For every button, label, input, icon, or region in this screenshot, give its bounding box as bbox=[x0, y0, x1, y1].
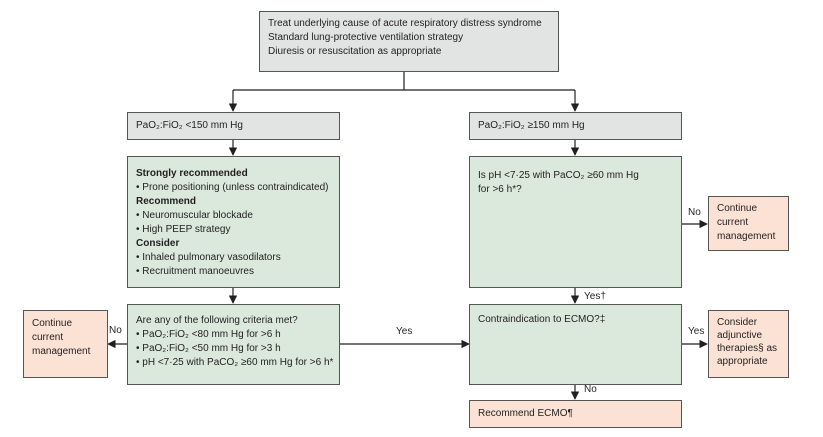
adjunctive-line-1: Consider bbox=[717, 317, 758, 328]
right-continue-line-2: current bbox=[717, 217, 749, 228]
recommend-item: High PEEP strategy bbox=[136, 223, 331, 237]
top-box: Treat underlying cause of acute respirat… bbox=[259, 11, 559, 72]
adjunctive-line-4: appropriate bbox=[717, 356, 768, 367]
left-continue-box: Continue current management bbox=[23, 310, 108, 378]
consider-heading: Consider bbox=[136, 238, 180, 249]
edge-label-yes-dagger: Yes† bbox=[584, 291, 606, 302]
edge-label-no-left: No bbox=[109, 325, 122, 336]
criteria-item: PaO₂:FiO₂ <50 mm Hg for >3 h bbox=[136, 342, 331, 356]
recommend-heading: Recommend bbox=[136, 196, 197, 207]
right-continue-box: Continue current management bbox=[708, 196, 789, 251]
left-continue-line-1: Continue bbox=[32, 318, 73, 329]
edge-label-yes-right: Yes bbox=[688, 326, 705, 337]
right-ratio-label: PaO₂:FiO₂ ≥150 mm Hg bbox=[478, 120, 585, 131]
edge-label-yes-middle: Yes bbox=[396, 326, 413, 337]
consider-item: Recruitment manoeuvres bbox=[136, 265, 331, 279]
strongly-recommended-item: Prone positioning (unless contraindicate… bbox=[136, 181, 331, 195]
ph-question-line-1: Is pH <7·25 with PaCO₂ ≥60 mm Hg bbox=[478, 170, 639, 181]
left-ratio-box: PaO₂:FiO₂ <150 mm Hg bbox=[127, 112, 340, 140]
left-ratio-label: PaO₂:FiO₂ <150 mm Hg bbox=[136, 120, 243, 131]
top-box-line-1: Treat underlying cause of acute respirat… bbox=[268, 18, 542, 29]
edge-label-no-right-top: No bbox=[688, 207, 701, 218]
adjunctive-line-3: therapies§ as bbox=[717, 343, 778, 354]
recommend-item: Neuromuscular blockade bbox=[136, 209, 331, 223]
recommend-ecmo-label: Recommend ECMO¶ bbox=[478, 408, 573, 419]
criteria-box: Are any of the following criteria met? P… bbox=[127, 304, 340, 385]
contraindication-question: Contraindication to ECMO?‡ bbox=[478, 314, 606, 325]
edge-label-no-bottom: No bbox=[584, 384, 597, 395]
adjunctive-line-2: adjunctive bbox=[717, 330, 763, 341]
recommend-ecmo-box: Recommend ECMO¶ bbox=[469, 400, 682, 428]
criteria-item: pH <7·25 with PaCO₂ ≥60 mm Hg for >6 h* bbox=[136, 356, 333, 370]
top-box-line-2: Standard lung-protective ventilation str… bbox=[268, 32, 464, 43]
top-box-line-3: Diuresis or resuscitation as appropriate bbox=[268, 46, 442, 57]
criteria-question: Are any of the following criteria met? bbox=[136, 315, 298, 326]
strongly-recommended-heading: Strongly recommended bbox=[136, 168, 248, 179]
adjunctive-box: Consider adjunctive therapies§ as approp… bbox=[708, 310, 789, 378]
criteria-item: PaO₂:FiO₂ <80 mm Hg for >6 h bbox=[136, 328, 331, 342]
right-continue-line-1: Continue bbox=[717, 203, 758, 214]
recommendations-box: Strongly recommended Prone positioning (… bbox=[127, 156, 340, 288]
left-continue-line-2: current bbox=[32, 332, 64, 343]
right-ratio-box: PaO₂:FiO₂ ≥150 mm Hg bbox=[469, 112, 682, 140]
ph-question-box: Is pH <7·25 with PaCO₂ ≥60 mm Hg for >6 … bbox=[469, 156, 682, 288]
contraindication-box: Contraindication to ECMO?‡ bbox=[469, 304, 682, 385]
right-continue-line-3: management bbox=[717, 231, 776, 242]
left-continue-line-3: management bbox=[32, 346, 91, 357]
ph-question-line-2: for >6 h*? bbox=[478, 184, 522, 195]
consider-item: Inhaled pulmonary vasodilators bbox=[136, 251, 331, 265]
